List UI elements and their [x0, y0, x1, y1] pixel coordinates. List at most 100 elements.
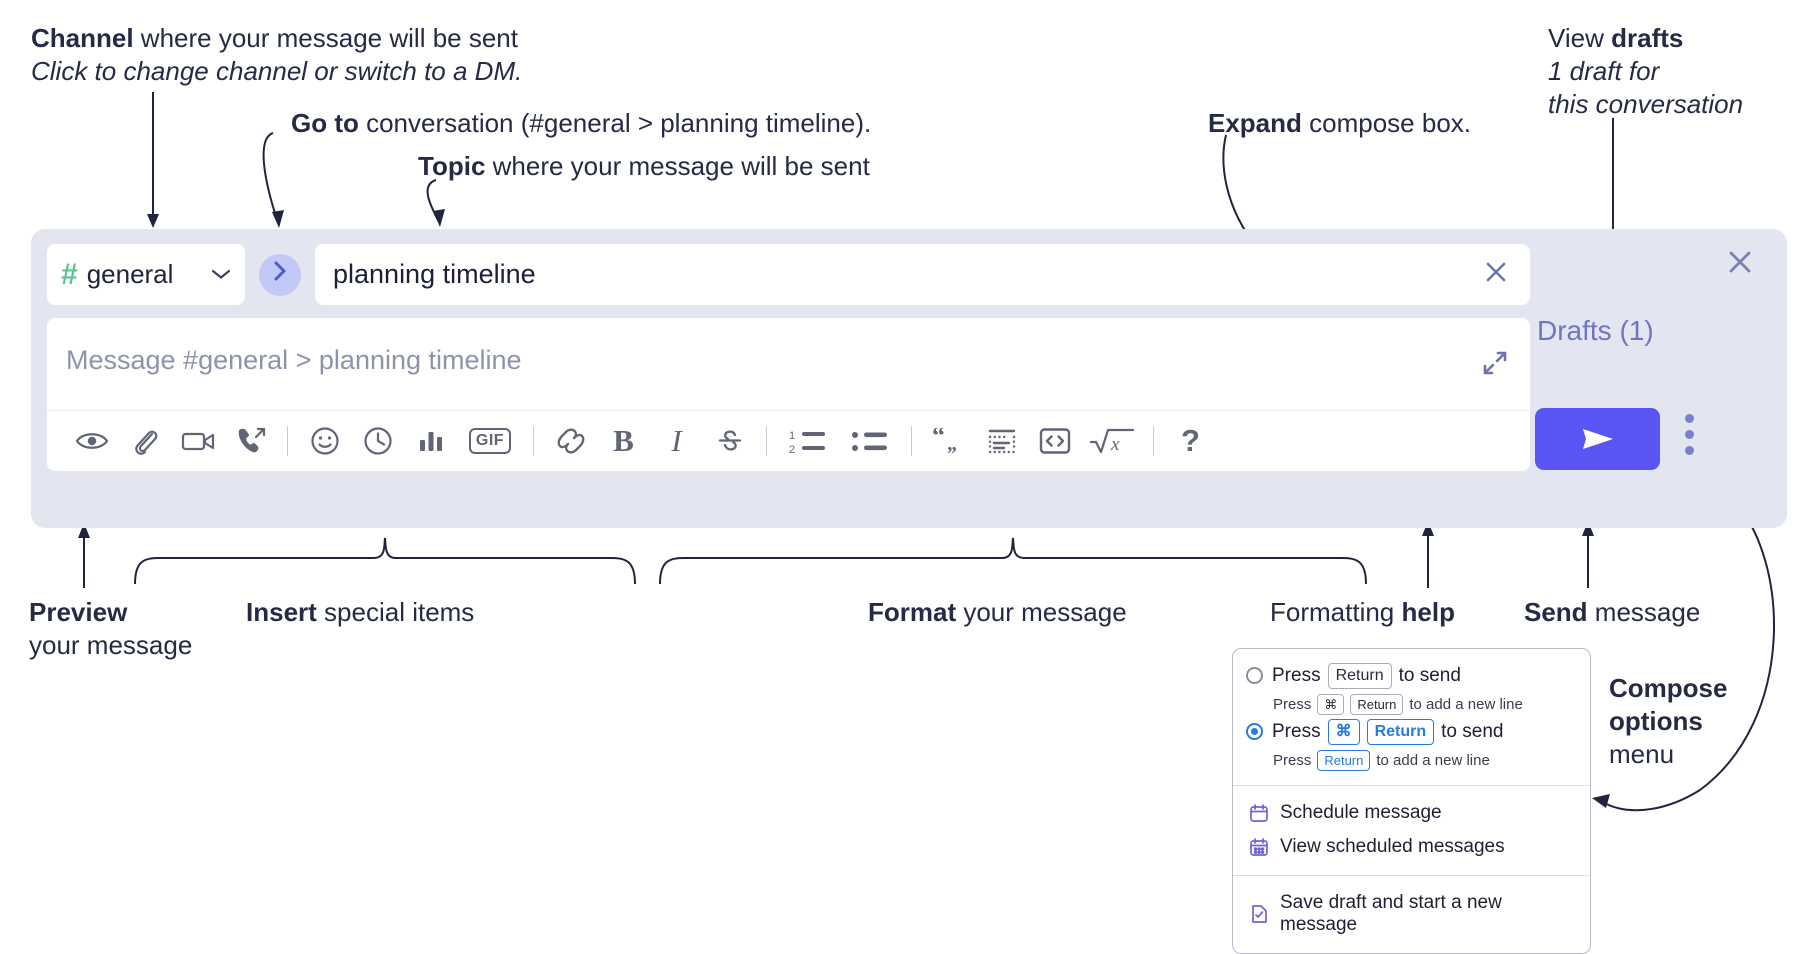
kebab-dot — [1685, 430, 1694, 439]
help-icon[interactable]: ? — [1164, 417, 1217, 465]
calendar-grid-icon — [1249, 837, 1269, 857]
attach-icon[interactable] — [118, 417, 171, 465]
bulleted-list-icon[interactable] — [839, 417, 901, 465]
send-arrow-icon — [1582, 429, 1613, 449]
shortcut-option-cmd-return[interactable]: Press ⌘ Return to send Press Return to a… — [1246, 719, 1577, 772]
audio-call-icon[interactable] — [224, 417, 277, 465]
preview-icon[interactable] — [65, 417, 118, 465]
svg-text:1: 1 — [789, 430, 795, 442]
annotation-format-rest: your message — [956, 597, 1127, 627]
annotation-preview: Preview your message — [29, 596, 192, 662]
svg-text:2: 2 — [789, 444, 795, 455]
kebab-dot — [1685, 414, 1694, 423]
toolbar-separator — [533, 426, 534, 456]
annotation-drafts-italic1: 1 draft for — [1548, 55, 1660, 86]
radio-return-to-send[interactable] — [1246, 667, 1263, 685]
menu-item-schedule-message[interactable]: Schedule message — [1246, 796, 1577, 830]
kebab-dot — [1685, 446, 1694, 455]
italic-label: I — [671, 423, 682, 458]
annotation-channel-bold: Channel — [31, 23, 134, 53]
annotation-insert-bold: Insert — [246, 597, 317, 627]
annotation-goto: Go to conversation (#general > planning … — [291, 107, 871, 140]
annotation-compose-options-bold1: Compose — [1609, 673, 1728, 703]
poll-icon[interactable] — [404, 417, 457, 465]
shortcut-options-section: Press Return to send Press ⌘ Return to a… — [1233, 649, 1590, 785]
emoji-icon[interactable] — [298, 417, 351, 465]
chevron-right-icon — [272, 259, 288, 290]
video-icon[interactable] — [171, 417, 224, 465]
annotation-compose-options: Compose options menu — [1609, 672, 1727, 770]
menu-item-label: View scheduled messages — [1280, 836, 1505, 858]
close-compose-icon[interactable] — [1723, 245, 1757, 284]
annotation-drafts-bold: drafts — [1611, 23, 1684, 53]
gif-icon[interactable]: GIF — [457, 417, 523, 465]
annotation-send-rest: message — [1587, 597, 1701, 627]
message-input[interactable]: Message #general > planning timeline — [47, 318, 1530, 410]
shortcut-sub-tail: to add a new line — [1376, 752, 1490, 769]
topic-input[interactable]: planning timeline — [314, 243, 1531, 306]
annotation-expand-bold: Expand — [1208, 108, 1302, 138]
schedule-section: Schedule message View scheduled messages — [1233, 785, 1590, 875]
message-placeholder: Message #general > planning timeline — [66, 345, 522, 375]
link-icon[interactable] — [544, 417, 597, 465]
annotation-help: Formatting help — [1270, 596, 1455, 629]
annotation-send: Send message — [1524, 596, 1700, 629]
svg-text:“: “ — [932, 428, 945, 450]
blockquote-icon[interactable]: “ „ — [922, 417, 975, 465]
annotation-goto-bold: Go to — [291, 108, 359, 138]
key-command: ⌘ — [1317, 693, 1345, 716]
annotation-channel-rest: where your message will be sent — [133, 23, 518, 53]
key-return: Return — [1317, 749, 1371, 772]
annotation-channel-italic: Click to change channel or switch to a D… — [31, 55, 523, 86]
key-return: Return — [1327, 663, 1392, 689]
italic-icon[interactable]: I — [650, 417, 703, 465]
compose-main-column: # general planning timeline — [46, 243, 1531, 472]
send-button[interactable] — [1535, 408, 1660, 470]
inline-code-icon[interactable] — [1028, 417, 1081, 465]
goto-conversation-button[interactable] — [259, 253, 301, 296]
annotation-compose-options-bold2: options — [1609, 705, 1703, 736]
compose-right-column: Drafts (1) — [1535, 229, 1765, 528]
menu-item-label: Save draft and start a new message — [1280, 892, 1502, 936]
shortcut-lead: Press — [1272, 720, 1321, 742]
help-label: ? — [1181, 423, 1200, 458]
shortcut-option-return[interactable]: Press Return to send Press ⌘ Return to a… — [1246, 663, 1577, 716]
bold-label: B — [613, 423, 634, 458]
menu-item-save-draft[interactable]: Save draft and start a new message — [1246, 886, 1577, 942]
annotation-expand: Expand compose box. — [1208, 107, 1471, 140]
toolbar-separator — [911, 426, 912, 456]
channel-selector[interactable]: # general — [46, 243, 246, 306]
toolbar-separator — [287, 426, 288, 456]
strikethrough-icon[interactable] — [703, 417, 756, 465]
annotation-drafts-italic2: this conversation — [1548, 88, 1744, 119]
close-icon[interactable] — [1480, 256, 1512, 293]
compose-panel: # general planning timeline — [31, 229, 1787, 528]
compose-options-menu: Press Return to send Press ⌘ Return to a… — [1232, 648, 1591, 954]
radio-cmd-return-to-send[interactable] — [1246, 723, 1263, 741]
compose-options-button[interactable] — [1685, 414, 1694, 455]
expand-icon[interactable] — [1480, 348, 1510, 383]
key-return: Return — [1366, 719, 1435, 745]
key-return: Return — [1350, 693, 1404, 716]
reminder-clock-icon[interactable] — [351, 417, 404, 465]
annotation-format-bold: Format — [868, 597, 957, 627]
menu-item-view-scheduled-messages[interactable]: View scheduled messages — [1246, 830, 1577, 864]
bold-icon[interactable]: B — [597, 417, 650, 465]
annotation-help-lead: Formatting — [1270, 597, 1402, 627]
shortcut-sub-tail: to add a new line — [1409, 695, 1523, 713]
annotation-expand-rest: compose box. — [1301, 108, 1472, 138]
annotation-topic: Topic where your message will be sent — [418, 150, 870, 183]
drafts-link[interactable]: Drafts (1) — [1537, 315, 1654, 346]
menu-item-label: Schedule message — [1280, 802, 1442, 824]
calendar-icon — [1249, 803, 1269, 823]
hash-icon: # — [61, 257, 78, 291]
save-draft-icon — [1249, 904, 1269, 924]
ordered-list-icon[interactable]: 1 2 — [777, 417, 839, 465]
toolbar-separator — [1153, 426, 1154, 456]
shortcut-sub-lead: Press — [1273, 752, 1312, 769]
annotation-goto-rest: conversation (#general > planning timeli… — [358, 108, 872, 138]
annotation-preview-bold: Preview — [29, 597, 128, 627]
code-block-icon[interactable] — [975, 417, 1028, 465]
latex-icon[interactable]: x — [1081, 417, 1143, 465]
annotation-help-bold: help — [1401, 597, 1455, 627]
